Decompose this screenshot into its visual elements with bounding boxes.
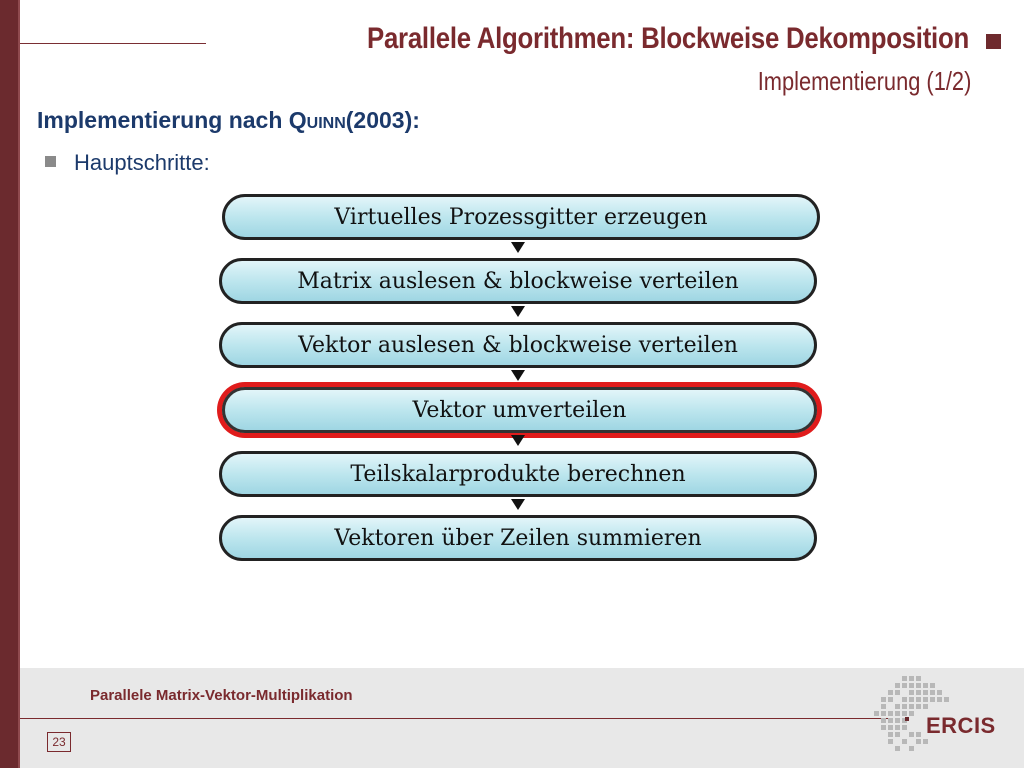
heading-prefix: Implementierung nach bbox=[37, 107, 289, 133]
flow-step-3: Vektor auslesen & blockweise verteilen bbox=[219, 322, 817, 368]
flow-step-2: Matrix auslesen & blockweise verteilen bbox=[219, 258, 817, 304]
flow-step-5: Teilskalarprodukte berechnen bbox=[219, 451, 817, 497]
europe-map-icon bbox=[874, 676, 949, 751]
flow-arrow-icon bbox=[511, 370, 525, 381]
ercis-logo: ERCIS bbox=[926, 713, 996, 738]
page-number: 23 bbox=[47, 732, 71, 752]
left-accent-bar bbox=[0, 0, 20, 768]
footer-rule bbox=[20, 718, 890, 719]
bullet-item: Hauptschritte: bbox=[45, 150, 210, 176]
flow-step-6: Vektoren über Zeilen summieren bbox=[219, 515, 817, 561]
flow-arrow-icon bbox=[511, 306, 525, 317]
title-rule bbox=[20, 43, 206, 44]
heading-year: (2003) bbox=[345, 107, 413, 133]
title-square-icon bbox=[986, 34, 1001, 49]
heading-author: Quinn bbox=[288, 107, 346, 133]
slide-subtitle: Implementierung (1/2) bbox=[757, 66, 971, 96]
bullet-text: Hauptschritte: bbox=[74, 150, 210, 175]
flow-step-1: Virtuelles Prozessgitter erzeugen bbox=[222, 194, 820, 240]
slide-title: Parallele Algorithmen: Blockweise Dekomp… bbox=[367, 22, 969, 55]
flow-arrow-icon bbox=[511, 499, 525, 510]
flow-arrow-icon bbox=[511, 242, 525, 253]
square-bullet-icon bbox=[45, 156, 56, 167]
footer-course-title: Parallele Matrix-Vektor-Multiplikation bbox=[90, 687, 353, 704]
flow-step-4: Vektor umverteilen bbox=[222, 387, 817, 433]
section-heading: Implementierung nach Quinn(2003): bbox=[37, 107, 420, 134]
flow-arrow-icon bbox=[511, 435, 525, 446]
heading-suffix: : bbox=[412, 107, 420, 133]
